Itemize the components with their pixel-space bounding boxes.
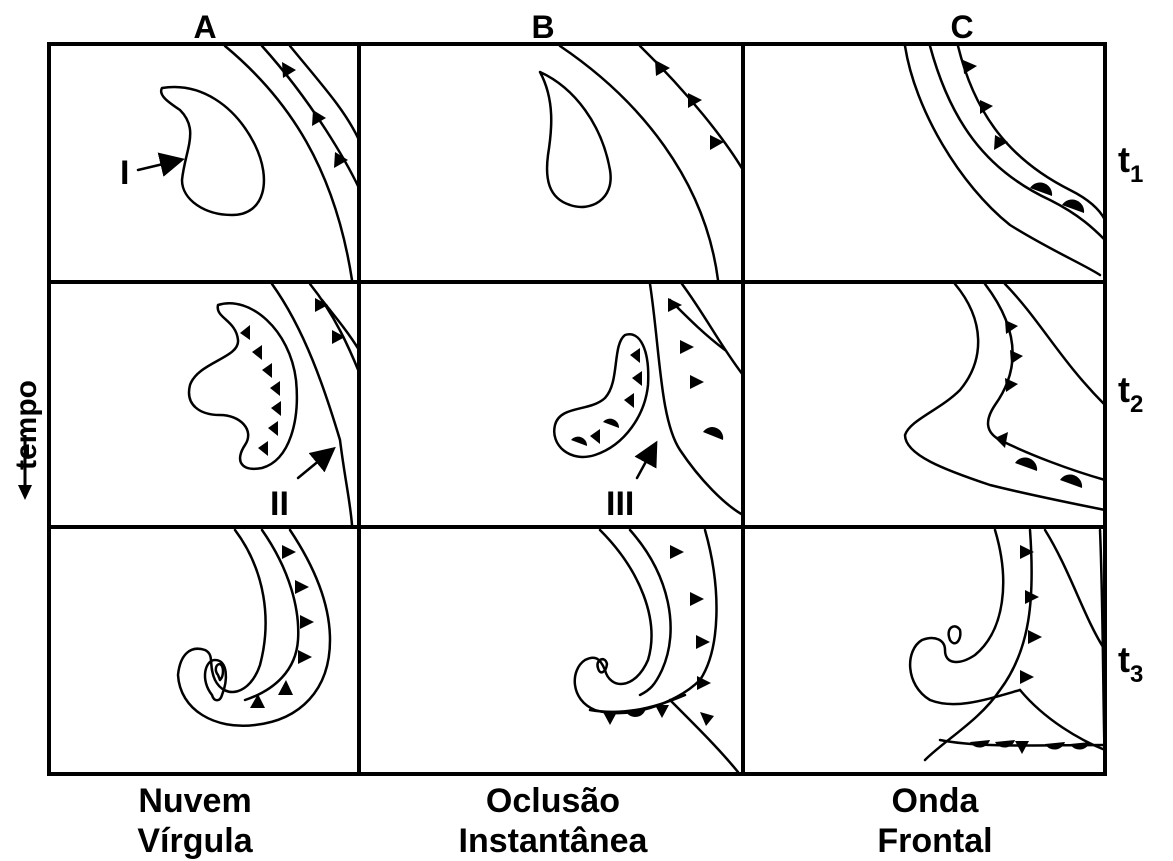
panel-a-t3 [178,530,330,726]
panel-a-t1: I [120,46,359,280]
row-label-t2: t2 [1118,369,1143,418]
annotation-ii: II [270,485,289,523]
panel-c-t3: t3 [910,530,1143,774]
time-axis: tempo [10,380,43,500]
column-label-a: A [193,9,216,45]
panel-b-t3 [575,530,738,772]
annotation-iii: III [606,485,634,523]
column-label-c: C [950,9,973,45]
caption-b-line1: Oclusão [486,782,620,820]
caption-c-line1: Onda [892,782,980,820]
panel-b-t2: III [554,284,743,523]
row-label-t3: t3 [1118,639,1143,688]
caption-a-line2: Vírgula [137,822,253,860]
annotation-i: I [120,154,129,192]
caption-c-line2: Frontal [877,822,992,860]
time-axis-label: tempo [10,380,43,470]
panel-b-t1 [540,46,743,280]
caption-a-line1: Nuvem [138,782,251,820]
column-label-b: B [531,9,554,45]
panel-a-t2: II [189,284,359,525]
panel-c-t2: t2 [905,284,1143,510]
panel-c-t1: t1 [905,46,1143,275]
caption-b-line2: Instantânea [459,822,649,860]
row-label-t1: t1 [1118,139,1143,188]
